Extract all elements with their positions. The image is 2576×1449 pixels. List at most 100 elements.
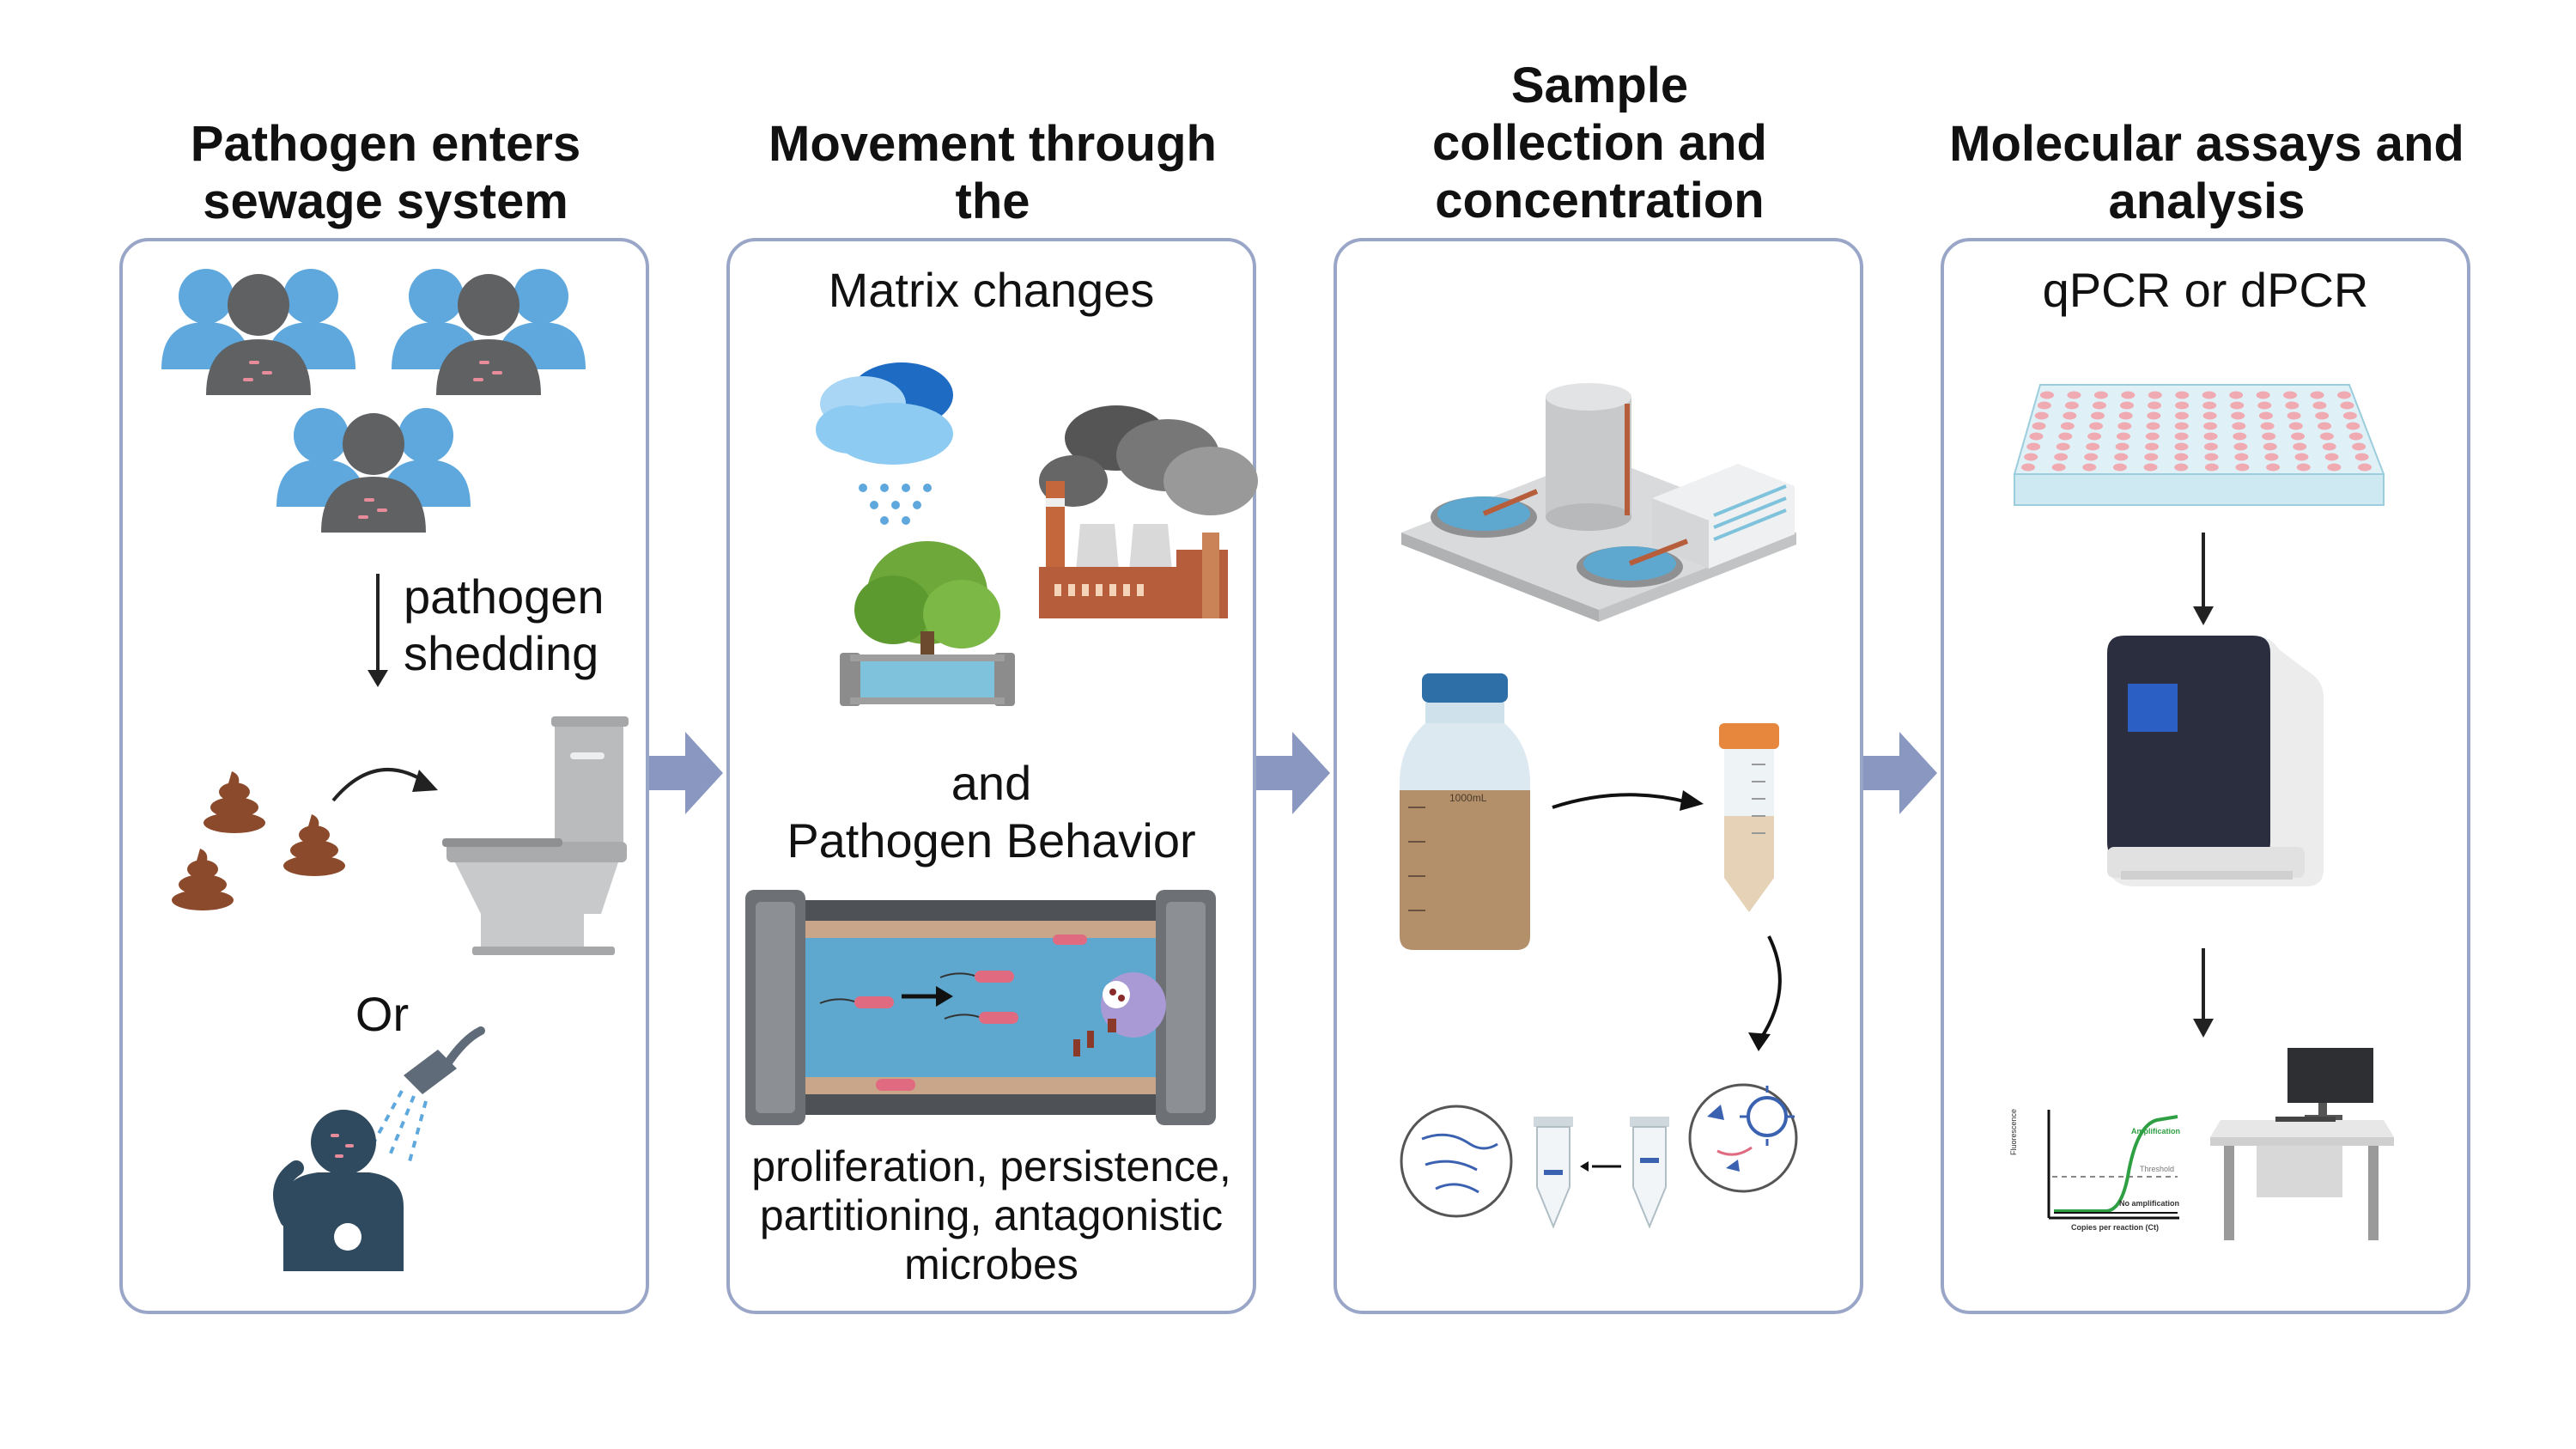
- behavior-description: proliferation, persistence,partitioning,…: [751, 1142, 1231, 1288]
- virus-magnifier-icon: [1688, 1083, 1798, 1193]
- plate-well: [2204, 453, 2219, 461]
- plate-well: [2116, 432, 2130, 441]
- chart-amplification-label: Amplification: [2131, 1127, 2181, 1135]
- plate-well: [2143, 463, 2158, 472]
- plate-well: [2174, 432, 2189, 441]
- extraction-tube-icon-2: [1534, 1117, 1573, 1229]
- plate-well: [2358, 463, 2372, 472]
- pcr-plate-icon: [2013, 384, 2385, 506]
- plate-well: [2145, 442, 2160, 451]
- plate-well: [2051, 463, 2066, 472]
- plate-well: [2060, 422, 2075, 430]
- tube-down-arrow-icon: [1759, 935, 1782, 1041]
- plate-well: [2058, 432, 2073, 441]
- plate-well: [2148, 391, 2162, 399]
- chart-threshold-label: Threshold: [2140, 1165, 2175, 1173]
- plate-well: [2174, 463, 2189, 472]
- plate-well: [2174, 442, 2189, 451]
- plate-well: [2174, 453, 2189, 461]
- amplification-curve: [2054, 1115, 2178, 1213]
- plate-well: [2026, 442, 2041, 451]
- poop-icon-3: [172, 849, 234, 910]
- plate-well: [2112, 463, 2127, 472]
- plate-well: [2202, 401, 2217, 410]
- plate-well: [2296, 463, 2311, 472]
- plate-well: [2146, 422, 2160, 430]
- plate-well: [2232, 422, 2246, 430]
- plate-well: [2262, 432, 2276, 441]
- plate-well: [2312, 401, 2327, 410]
- chart-no-amplification-label: No amplification: [2119, 1199, 2180, 1208]
- shower-person-icon: [273, 1026, 485, 1271]
- plate-well: [2346, 422, 2360, 430]
- plate-well: [2202, 411, 2217, 420]
- plate-well: [2175, 391, 2190, 399]
- plate-well: [2203, 432, 2218, 441]
- plate-well: [2293, 442, 2307, 451]
- amplification-chart: [2047, 1110, 2179, 1220]
- plate-well: [2174, 422, 2189, 430]
- plate-well: [2318, 422, 2332, 430]
- rain-cloud-icon: [816, 362, 953, 525]
- toilet-icon: [442, 716, 629, 955]
- plate-well: [2203, 442, 2218, 451]
- plate-well: [2147, 411, 2161, 420]
- plate-well: [2148, 401, 2162, 410]
- chart-x-label: Copies per reaction (Ct): [2071, 1223, 2160, 1232]
- plate-well: [2029, 432, 2044, 441]
- plate-well: [2258, 411, 2273, 420]
- plate-well: [2260, 422, 2275, 430]
- treatment-plant-icon: [1401, 383, 1796, 622]
- plate-well: [2021, 463, 2035, 472]
- step2-panel: [726, 238, 1256, 1314]
- plate-well: [2310, 391, 2324, 399]
- plate-well: [2264, 453, 2279, 461]
- down-arrow-icon-1: [2193, 533, 2214, 625]
- plate-well: [2067, 391, 2081, 399]
- infected-people-group-3: [276, 408, 471, 533]
- plate-well: [2342, 411, 2357, 420]
- plate-well: [2086, 442, 2100, 451]
- plate-well: [2064, 401, 2079, 410]
- bottle-to-tube-arrow-icon: [1552, 793, 1689, 809]
- plate-well: [2174, 411, 2189, 420]
- plate-well: [2340, 401, 2354, 410]
- plate-well: [2175, 401, 2190, 410]
- plate-well: [2084, 453, 2099, 461]
- plate-well: [2235, 463, 2250, 472]
- plate-well: [2229, 391, 2244, 399]
- plate-well: [2233, 442, 2248, 451]
- infected-people-group-1: [161, 269, 355, 395]
- pcr-machine-icon: [2107, 636, 2324, 886]
- computer-desk-icon: [2210, 1048, 2394, 1240]
- extraction-tube-icon-1: [1630, 1117, 1669, 1229]
- plate-well: [2263, 442, 2277, 451]
- plate-well: [2352, 442, 2366, 451]
- plate-well: [2040, 391, 2054, 399]
- plate-well: [2037, 401, 2051, 410]
- plate-well: [2315, 411, 2330, 420]
- plate-well: [2291, 432, 2306, 441]
- plate-well: [2115, 442, 2129, 451]
- plate-well: [2202, 391, 2216, 399]
- plate-well: [2319, 432, 2334, 441]
- nucleic-acid-magnifier-icon: [1400, 1105, 1513, 1218]
- plate-well: [2348, 432, 2363, 441]
- plate-well: [2056, 442, 2070, 451]
- poop-icon-1: [204, 771, 265, 833]
- assay-label: qPCR or dPCR: [2042, 263, 2369, 317]
- centrifuge-tube-icon: [1719, 723, 1779, 912]
- plate-well: [2082, 463, 2097, 472]
- sample-bottle-icon: [1400, 673, 1530, 950]
- poop-icon-2: [283, 814, 345, 876]
- plate-well: [2324, 453, 2339, 461]
- bottle-volume-label: 1000mL: [1449, 792, 1487, 804]
- plate-well: [2145, 432, 2160, 441]
- plate-well: [2203, 422, 2218, 430]
- infected-people-group-2: [392, 269, 586, 395]
- flush-arrow-icon: [331, 768, 429, 802]
